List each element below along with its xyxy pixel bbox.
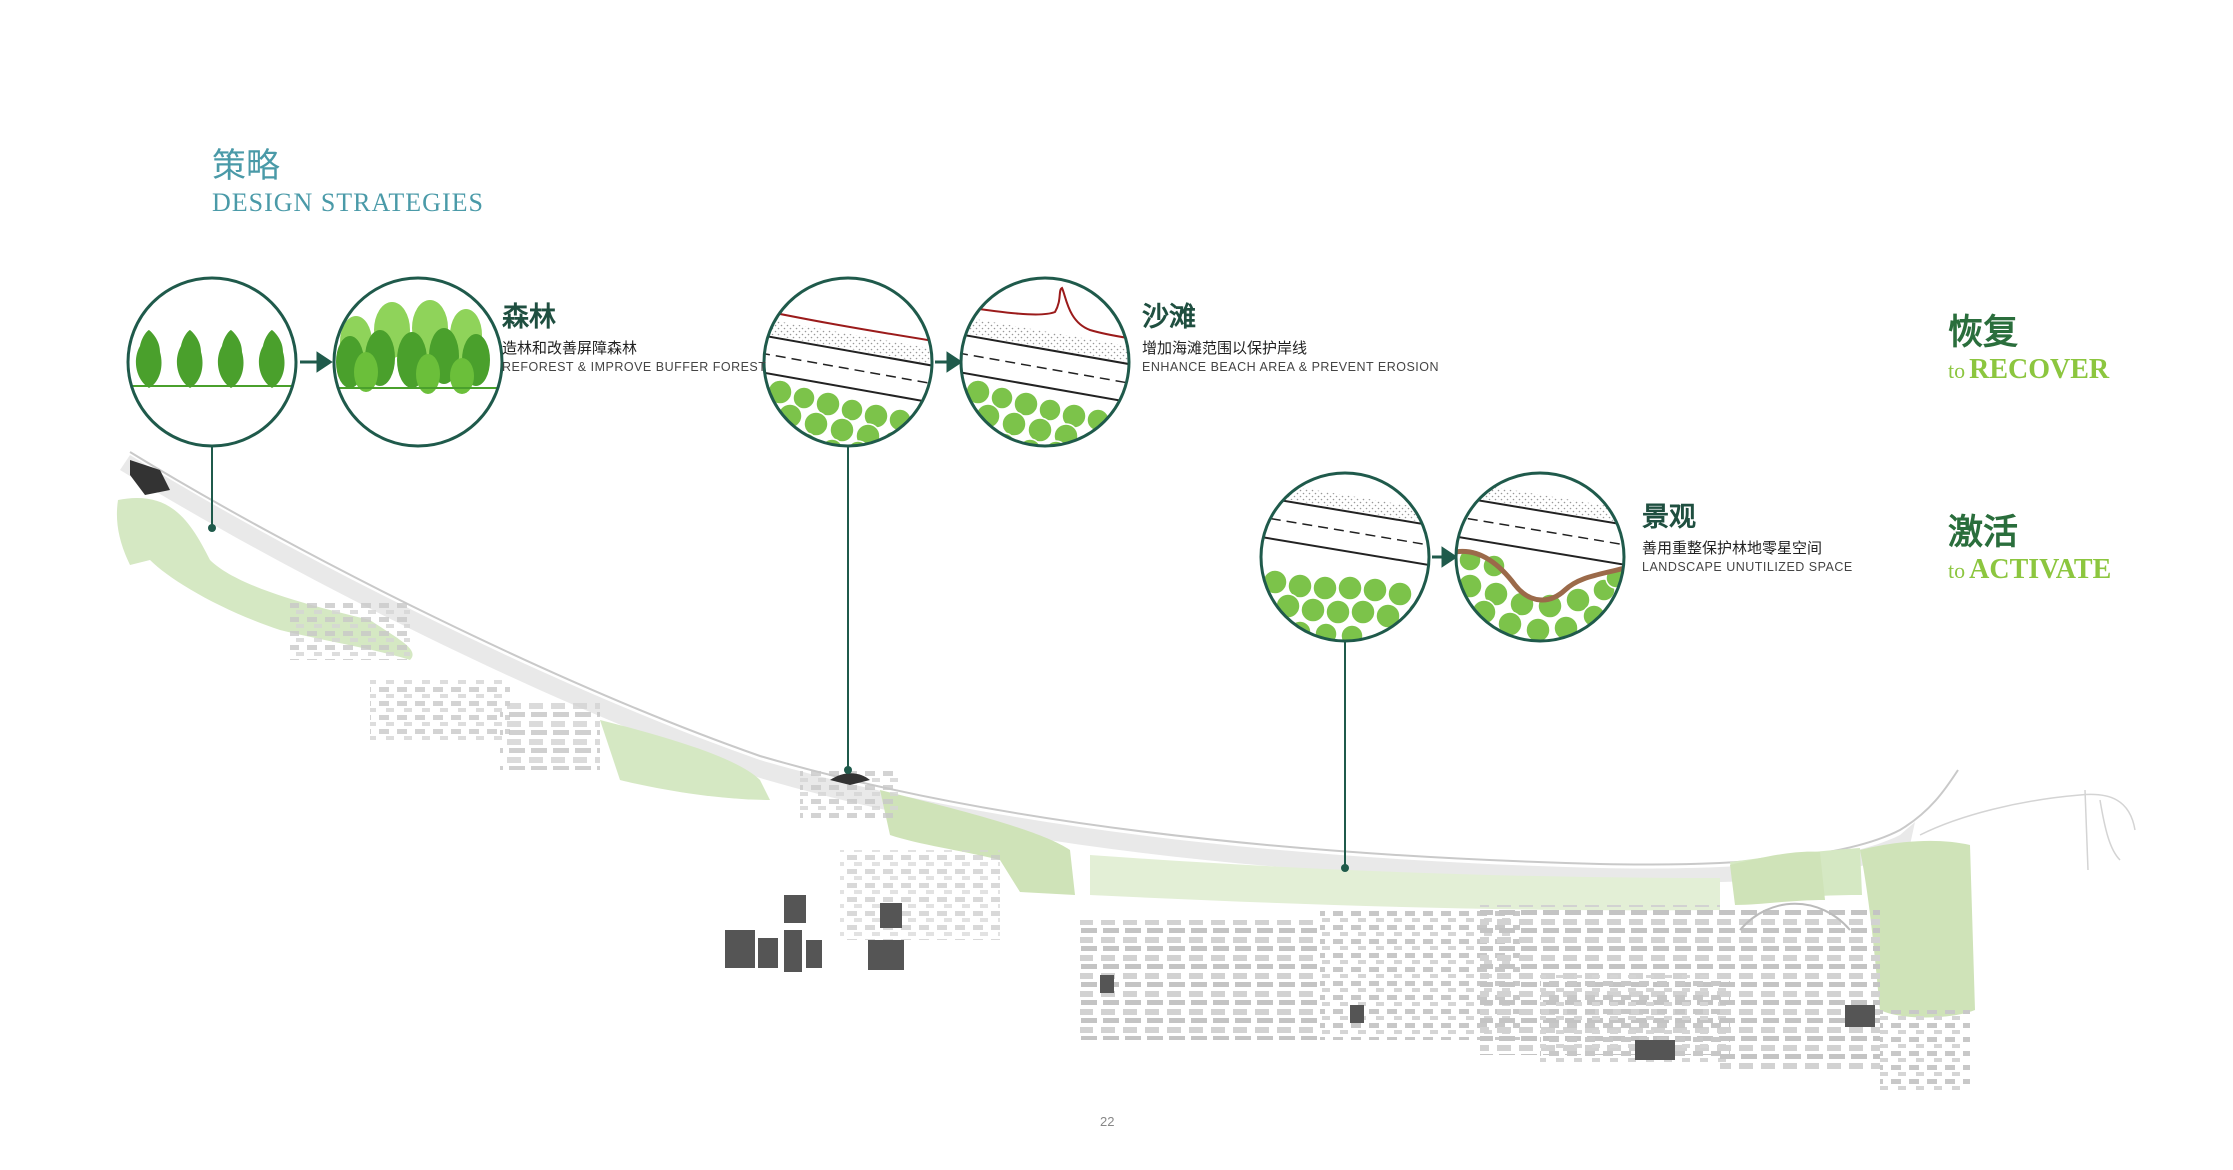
connector-dot — [208, 524, 216, 532]
connector-dot — [844, 766, 852, 774]
strategy-subtitle: 善用重整保护林地零星空间 — [1642, 539, 1823, 557]
goal-title: 恢复 — [1948, 313, 2019, 353]
strategy-label-landscape: 景观 善用重整保护林地零星空间 LANDSCAPE UNUTILIZED SPA… — [1642, 502, 1853, 576]
page-title: 策略 DESIGN STRATEGIES — [212, 146, 484, 218]
landscape-before-circle — [1261, 473, 1429, 641]
strategy-english: LANDSCAPE UNUTILIZED SPACE — [1642, 560, 1853, 574]
building-fabric — [290, 600, 1970, 1090]
coastline — [129, 451, 1959, 866]
forest-before-circle — [128, 278, 296, 446]
page-number: 22 — [1100, 1114, 1115, 1129]
strategy-title: 森林 — [502, 302, 556, 333]
forest-after-circle — [334, 278, 502, 446]
connector-lines — [211, 446, 1346, 868]
strategy-label-forest: 森林 造林和改善屏障森林 REFOREST & IMPROVE BUFFER F… — [502, 302, 766, 376]
goal-recover: 恢复 to RECOVER — [1948, 312, 2109, 390]
strategy-english: REFOREST & IMPROVE BUFFER FOREST — [502, 360, 767, 374]
beach-before-circle — [764, 278, 932, 446]
east-park-area — [1730, 851, 1825, 905]
goal-activate: 激活 to ACTIVATE — [1948, 512, 2111, 590]
strategy-english: ENHANCE BEACH AREA & PREVENT EROSION — [1142, 360, 1440, 374]
beach-after-circle — [961, 278, 1129, 446]
coastal-site-map — [116, 451, 2136, 1090]
title-cn: 策略 — [212, 146, 280, 186]
goal-subtitle: to ACTIVATE — [1948, 554, 2111, 590]
goal-prefix: to — [1948, 358, 1966, 383]
arrow-icon — [1432, 546, 1458, 568]
arrow-icon — [935, 351, 963, 373]
strategy-title: 景观 — [1642, 502, 1696, 533]
industrial-blocks — [130, 460, 1875, 1060]
goal-word: ACTIVATE — [1969, 554, 2112, 585]
goal-word: RECOVER — [1969, 354, 2110, 385]
landscape-path — [1456, 548, 1624, 603]
strategy-subtitle: 增加海滩范围以保护岸线 — [1142, 339, 1308, 357]
strategy-subtitle: 造林和改善屏障森林 — [502, 339, 638, 357]
strategy-label-beach: 沙滩 增加海滩范围以保护岸线 ENHANCE BEACH AREA & PREV… — [1142, 302, 1439, 376]
goal-title: 激活 — [1948, 513, 2019, 553]
title-en: DESIGN STRATEGIES — [212, 188, 484, 217]
goal-subtitle: to RECOVER — [1948, 354, 2109, 390]
connector-dot — [1341, 864, 1349, 872]
goal-prefix: to — [1948, 558, 1966, 583]
arrow-icon — [300, 351, 333, 373]
strategy-title: 沙滩 — [1142, 302, 1196, 333]
